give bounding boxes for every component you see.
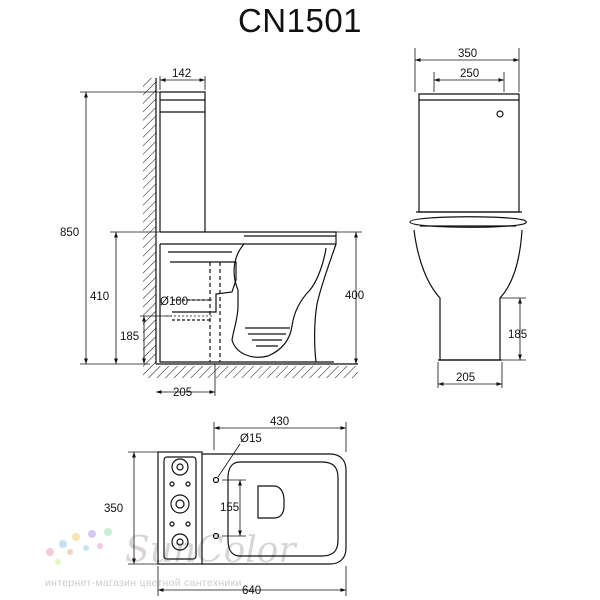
dim-tank-depth: 142 [172,68,191,80]
front-dim-labels: 350 250 185 205 [456,48,527,384]
cistern-top [157,451,203,565]
wall-hatch [143,78,156,366]
flush-button-icon [496,110,504,118]
dim-outlet-offset: 205 [173,387,192,399]
mount-hole-bottom-icon [212,532,220,540]
dim-rim-height: 400 [345,290,364,302]
dim-outlet-height: 185 [120,331,139,343]
dim-hole-diameter: Ø15 [240,433,262,445]
dim-seat-height: 410 [90,291,109,303]
cistern-front [416,93,522,213]
watermark-tagline: интернет-магазин цветной сантехники [45,577,242,589]
dim-outlet-diameter: Ø100 [160,296,188,308]
dim-front-outlet-height: 185 [508,329,527,341]
dim-tank-inner-width: 250 [460,68,479,80]
bowl-front [409,216,527,361]
dim-width: 350 [104,503,123,515]
dim-tank-width: 350 [458,48,477,60]
top-view [128,422,347,596]
dim-total-height: 850 [60,227,79,239]
dim-hole-spacing: 155 [220,502,239,514]
dim-total-length: 640 [242,585,261,597]
bowl-side [159,231,337,363]
side-view [80,76,362,396]
watermark-dots-icon [46,528,112,565]
floor-hatch [143,366,358,378]
side-dim-labels: 142 850 410 185 Ø100 205 400 [60,68,364,399]
dim-bowl-length: 430 [270,416,289,428]
watermark-brand: SunColor [125,530,297,571]
side-dimensions [80,76,362,396]
top-dimensions [128,422,347,596]
front-dimensions [414,48,526,388]
cistern-side [159,91,206,232]
dim-base-width: 205 [456,372,475,384]
bowl-top [202,453,347,565]
mount-hole-top-icon [212,476,220,484]
front-view [409,48,527,388]
page-title: CN1501 [237,2,363,39]
top-dim-labels: 430 Ø15 155 350 640 [104,416,289,597]
